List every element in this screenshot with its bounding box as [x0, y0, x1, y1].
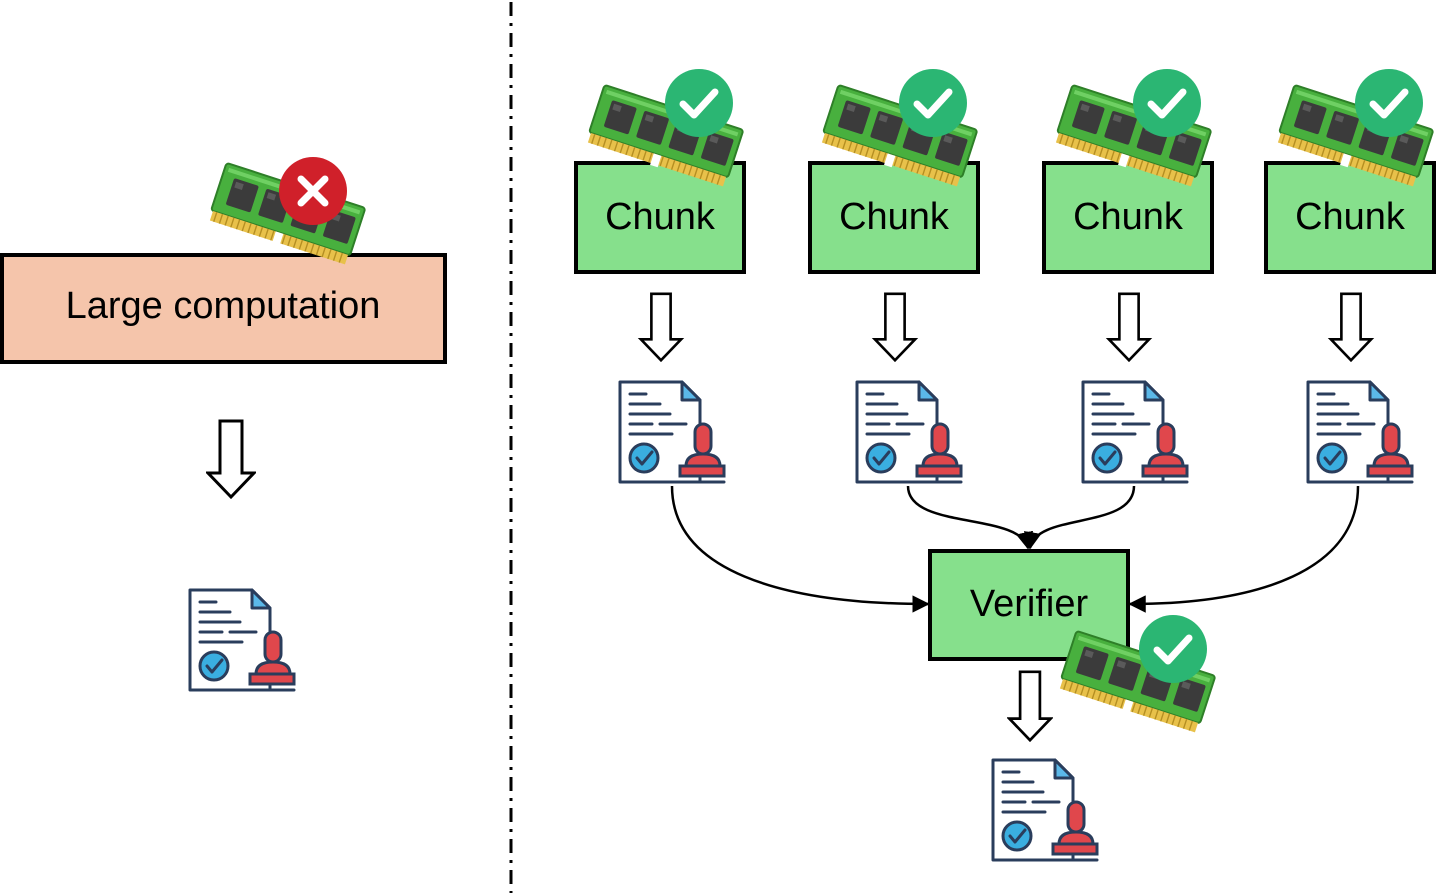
chunk-2: Chunk [808, 69, 980, 274]
verifier: Verifier [928, 549, 1217, 736]
chunk-label: Chunk [839, 196, 950, 238]
certificate-document-icon [1306, 380, 1414, 484]
chunk-label: Chunk [1295, 196, 1406, 238]
connector-arrow [670, 485, 930, 613]
left-panel: Large computation [0, 157, 447, 692]
connector-arrow [1024, 485, 1136, 550]
right-panel: Chunk Chunk Chunk Chunk [574, 69, 1436, 862]
check-circle-icon [665, 69, 733, 137]
certificate-document-icon [188, 588, 296, 692]
large-computation-box [0, 253, 447, 364]
check-circle-icon [1133, 69, 1201, 137]
hollow-down-arrow-icon [639, 292, 683, 362]
hollow-down-arrow-icon [873, 292, 917, 362]
check-circle-icon [899, 69, 967, 137]
check-circle-icon [1139, 615, 1207, 683]
chunk-label: Chunk [1073, 196, 1184, 238]
chunk-4: Chunk [1264, 69, 1436, 274]
certificate-document-icon [1081, 380, 1189, 484]
large-computation-label: Large computation [66, 285, 381, 327]
hollow-down-arrow-icon [1107, 292, 1151, 362]
x-circle-icon [279, 157, 347, 225]
chunk-1: Chunk [574, 69, 746, 274]
chunk-label: Chunk [605, 196, 716, 238]
check-circle-icon [1355, 69, 1423, 137]
hollow-down-arrow-icon [1329, 292, 1373, 362]
hollow-down-arrow-icon [1007, 670, 1053, 742]
chunk-3: Chunk [1042, 69, 1214, 274]
certificate-document-icon [618, 380, 726, 484]
verifier-label: Verifier [970, 583, 1089, 625]
certificate-document-icon [991, 758, 1099, 862]
hollow-down-arrow-icon [208, 421, 254, 497]
connector-arrow [906, 485, 1034, 550]
connector-arrow [1128, 485, 1360, 613]
certificate-document-icon [855, 380, 963, 484]
